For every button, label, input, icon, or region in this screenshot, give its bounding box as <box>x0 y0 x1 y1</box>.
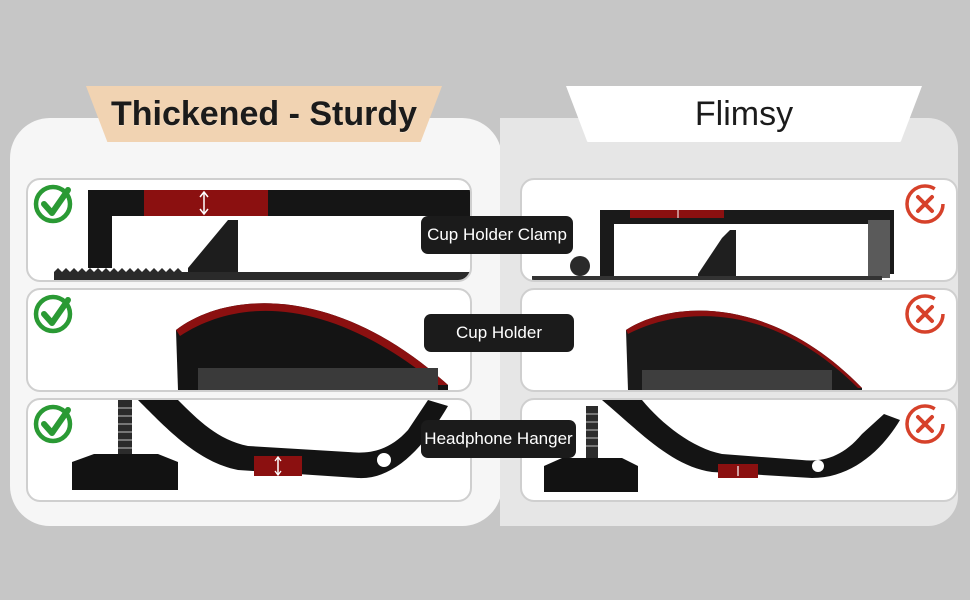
check-circle-icon <box>33 294 73 334</box>
sturdy-hanger-image <box>72 400 448 490</box>
x-circle-icon <box>905 184 945 224</box>
x-circle-icon <box>905 404 945 444</box>
check-circle-icon <box>33 184 73 224</box>
sturdy-clamp-row <box>26 178 472 282</box>
cup-holder-label: Cup Holder <box>424 314 574 352</box>
flimsy-hanger-image <box>544 400 900 492</box>
check-circle-icon <box>33 404 73 444</box>
sturdy-cupholder-row <box>26 288 472 392</box>
flimsy-clamp-row <box>520 178 958 282</box>
sturdy-hanger-row <box>26 398 472 502</box>
x-circle-icon <box>905 294 945 334</box>
sturdy-cupholder-image <box>176 303 448 390</box>
flimsy-hanger-row <box>520 398 958 502</box>
sturdy-clamp-image <box>54 190 470 280</box>
flimsy-header: Flimsy <box>566 86 922 142</box>
flimsy-cupholder-row <box>520 288 958 392</box>
flimsy-cupholder-image <box>626 310 862 390</box>
cup-holder-clamp-label: Cup Holder Clamp <box>421 216 573 254</box>
sturdy-header: Thickened - Sturdy <box>86 86 442 142</box>
flimsy-clamp-image <box>532 210 894 280</box>
headphone-hanger-label: Headphone Hanger <box>421 420 576 458</box>
